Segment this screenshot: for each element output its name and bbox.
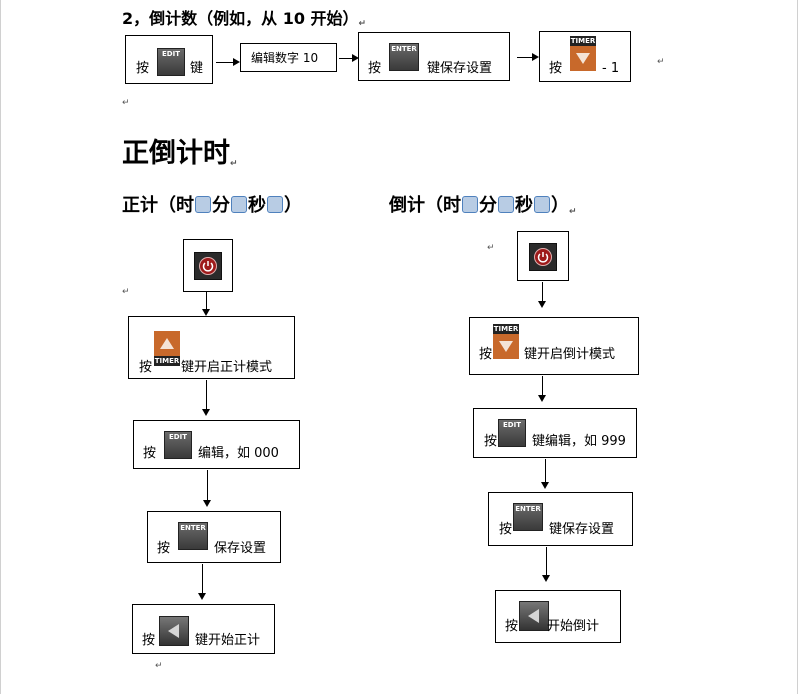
flow-box-power — [183, 239, 233, 292]
time-field-hour — [462, 196, 478, 213]
time-field-second — [267, 196, 283, 213]
flow-box-press-edit: 按 EDIT 键 — [125, 35, 213, 84]
enter-key-icon: ENTER — [513, 503, 543, 531]
edit-key-icon: EDIT — [164, 431, 192, 459]
page-edge-left — [0, 0, 1, 694]
power-key-icon — [529, 243, 557, 271]
page-title: 正倒计时↵ — [122, 138, 238, 169]
arrow-right-icon — [352, 54, 359, 62]
flow-arrow-line — [339, 58, 355, 59]
count-up-heading: 正计（时分秒） — [122, 195, 302, 216]
arrow-down-icon — [203, 500, 211, 507]
flow-box-edit-number: 编辑数字 10 — [240, 43, 337, 72]
left-arrow-key-icon — [519, 601, 549, 631]
flow-arrow-line — [216, 62, 236, 63]
enter-key-icon: ENTER — [178, 522, 208, 550]
time-field-minute — [498, 196, 514, 213]
edit-key-icon: EDIT — [157, 48, 185, 76]
time-field-hour — [195, 196, 211, 213]
power-key-icon — [194, 252, 222, 280]
left-arrow-key-icon — [159, 616, 189, 646]
flow-box-count-down-start: 按 开始倒计 — [495, 590, 621, 643]
arrow-down-icon — [202, 309, 210, 316]
flow-box-count-down-edit: 按 EDIT 键编辑，如 999 — [473, 408, 637, 458]
arrow-down-icon — [202, 409, 210, 416]
arrow-down-icon — [542, 575, 550, 582]
arrow-down-icon — [198, 593, 206, 600]
flow-arrow-line — [517, 57, 535, 58]
flow-box-press-timer: 按 TIMER - 1 — [539, 31, 631, 82]
flow-box-count-up-save: 按 ENTER 保存设置 — [147, 511, 281, 563]
flow-box-count-up-edit: 按 EDIT 编辑，如 000 — [133, 420, 300, 469]
arrow-right-icon — [233, 58, 240, 66]
flow-box-count-up-mode: 按 TIMER 键开启正计模式 — [128, 316, 295, 379]
flow-box-power — [517, 231, 569, 281]
count-down-heading: 倒计（时分秒）↵ — [389, 195, 577, 217]
flow-box-count-up-start: 按 键开始正计 — [132, 604, 275, 654]
flow-box-count-down-save: 按 ENTER 键保存设置 — [488, 492, 633, 546]
timer-up-key-icon: TIMER — [154, 331, 180, 366]
flow-box-count-down-mode: 按 TIMER 键开启倒计模式 — [469, 317, 639, 375]
arrow-down-icon — [541, 482, 549, 489]
arrow-down-icon — [538, 395, 546, 402]
arrow-right-icon — [532, 53, 539, 61]
flow-box-press-enter: 按 ENTER 键保存设置 — [358, 32, 510, 81]
timer-down-key-icon: TIMER — [570, 36, 596, 71]
enter-key-icon: ENTER — [389, 43, 419, 71]
time-field-minute — [231, 196, 247, 213]
page-edge-right — [797, 0, 798, 694]
arrow-down-icon — [538, 301, 546, 308]
time-field-second — [534, 196, 550, 213]
section-heading: 2，倒计数（例如，从 10 开始）↵ — [122, 9, 367, 29]
timer-down-key-icon: TIMER — [493, 324, 519, 359]
edit-key-icon: EDIT — [498, 419, 526, 447]
